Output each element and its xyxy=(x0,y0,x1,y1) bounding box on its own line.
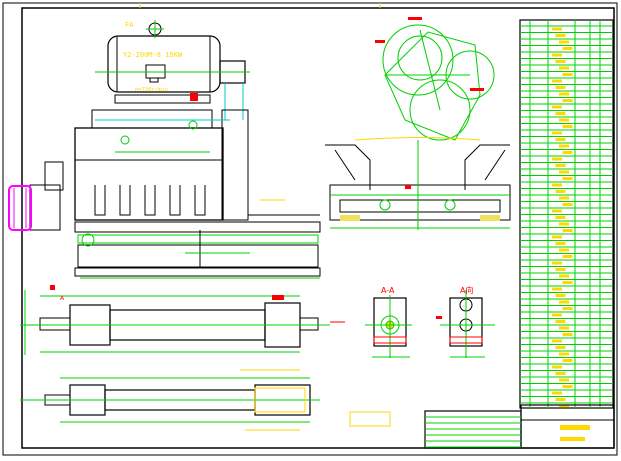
table-cell-text-mark xyxy=(562,47,573,50)
view-a-label: A向 xyxy=(460,285,473,295)
table-cell-text-mark xyxy=(552,365,562,369)
svg-text:A: A xyxy=(60,295,65,302)
table-cell-text-mark xyxy=(562,307,573,310)
motor-model-label: Y2-200M-8 15KW xyxy=(123,51,183,59)
table-cell-text-mark xyxy=(559,300,569,304)
view-a-direction xyxy=(436,290,495,358)
base-frame xyxy=(74,199,321,279)
cylinder-assembly-section xyxy=(20,369,391,431)
table-cell-text-mark xyxy=(559,40,569,44)
motor-phase-label: FA xyxy=(125,21,134,29)
table-cell-text-mark xyxy=(559,66,569,70)
table-cell-text-mark xyxy=(555,138,566,141)
motor-speed-label: n=730r/min xyxy=(135,87,168,93)
table-cell-text-mark xyxy=(552,183,562,187)
table-cell-text-mark xyxy=(552,209,562,213)
table-cell-text-mark xyxy=(552,313,562,317)
table-cell-text-mark xyxy=(552,27,562,31)
table-cell-text-mark xyxy=(552,287,562,291)
table-cell-text-mark xyxy=(555,86,566,89)
table-cell-text-mark xyxy=(552,105,562,109)
table-cell-text-mark xyxy=(562,385,573,388)
table-cell-text-mark xyxy=(559,196,569,200)
table-cell-text-mark xyxy=(555,320,566,323)
table-cell-text-mark xyxy=(559,118,569,122)
table-cell-text-mark xyxy=(562,229,573,232)
table-cell-text-mark xyxy=(559,274,569,278)
table-cell-text-mark xyxy=(559,404,569,408)
section-a-a-view xyxy=(365,295,412,358)
table-cell-text-mark xyxy=(555,34,566,37)
auxiliary-motor xyxy=(8,185,32,231)
motor-elevation xyxy=(95,20,250,120)
table-cell-text-mark xyxy=(552,235,562,239)
table-cell-text-mark xyxy=(559,326,569,330)
table-cell-text-mark xyxy=(555,294,566,297)
table-cell-text-mark xyxy=(555,164,566,167)
table-cell-text-mark xyxy=(552,261,562,265)
inner-border xyxy=(21,7,615,449)
table-cell-text-mark xyxy=(559,352,569,356)
table-cell-text-mark xyxy=(555,190,566,193)
table-cell-text-mark xyxy=(555,60,566,63)
table-cell-text-mark xyxy=(559,144,569,148)
cylinder-assembly-top: A xyxy=(20,285,345,355)
table-cell-text-mark xyxy=(555,372,566,375)
table-cell-text-mark xyxy=(562,125,573,128)
title-block xyxy=(424,404,615,449)
outer-border xyxy=(2,2,618,456)
table-cell-text-mark xyxy=(562,255,573,258)
table-cell-text-mark xyxy=(559,248,569,252)
table-cell-text-mark xyxy=(562,281,573,284)
table-cell-text-mark xyxy=(562,359,573,362)
table-cell-text-mark xyxy=(552,391,562,395)
table-cell-text-mark xyxy=(559,92,569,96)
table-cell-text-mark xyxy=(562,333,573,336)
table-cell-text-mark xyxy=(555,242,566,245)
table-cell-text-mark xyxy=(562,177,573,180)
transverse-section xyxy=(325,137,511,230)
table-cell-text-mark xyxy=(555,268,566,271)
table-cell-text-mark xyxy=(555,216,566,219)
table-cell-text-mark xyxy=(552,131,562,135)
table-cell-text-mark xyxy=(552,339,562,343)
table-cell-text-mark xyxy=(559,170,569,174)
table-cell-text-mark xyxy=(559,378,569,382)
table-cell-text-mark xyxy=(552,53,562,57)
table-cell-text-mark xyxy=(562,151,573,154)
table-cell-text-mark xyxy=(555,346,566,349)
gearbox-elevation xyxy=(29,109,249,231)
table-cell-text-mark xyxy=(559,222,569,226)
table-cell-text-mark xyxy=(552,79,562,83)
table-cell-text-mark xyxy=(562,73,573,76)
gear-arrangement-diagram xyxy=(375,17,495,141)
table-cell-text-mark xyxy=(562,99,573,102)
table-cell-text-mark xyxy=(555,112,566,115)
section-a-a-label: A-A xyxy=(381,286,395,295)
table-cell-text-mark xyxy=(562,203,573,206)
table-cell-text-mark xyxy=(555,398,566,401)
table-cell-text-mark xyxy=(552,157,562,161)
parts-list-table xyxy=(519,19,614,409)
